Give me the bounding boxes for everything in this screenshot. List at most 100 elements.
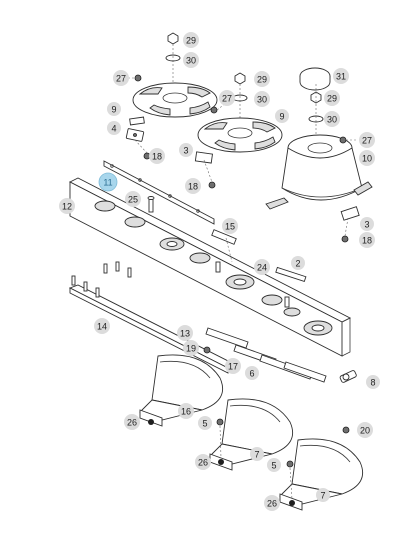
callout-label: 26 [198, 458, 208, 468]
callout-circle [98, 172, 118, 192]
nut-middle [234, 72, 246, 85]
callout-circle [254, 259, 270, 275]
callout-15: 15 [222, 218, 238, 234]
callout-3: 3 [360, 217, 374, 231]
knife-blades [205, 327, 327, 383]
callout-label: 30 [327, 115, 337, 125]
callout-circle [254, 91, 270, 107]
callout-circle [245, 366, 259, 380]
cutter-bar-12 [69, 177, 351, 357]
callout-circle [254, 71, 270, 87]
callout-7: 7 [316, 488, 330, 502]
callout-30: 30 [254, 91, 270, 107]
callout-label: 2 [295, 259, 300, 269]
callout-label: 4 [111, 124, 116, 134]
callout-circle [185, 178, 201, 194]
nut-left [167, 32, 179, 45]
cutting-disc-middle [197, 72, 283, 153]
callout-circle [183, 32, 199, 48]
callout-circle [324, 90, 340, 106]
callout-label: 15 [225, 222, 235, 232]
callout-18: 18 [149, 148, 165, 164]
callout-5: 5 [198, 416, 212, 430]
callout-circle [359, 232, 375, 248]
callout-circle [357, 422, 373, 438]
guide-bar-11 [103, 160, 215, 225]
callout-label: 19 [186, 344, 196, 354]
callout-2: 2 [291, 256, 305, 270]
callout-label: 16 [181, 407, 191, 417]
callout-label: 6 [249, 369, 254, 379]
callout-19: 19 [183, 340, 199, 356]
callout-label: 12 [62, 202, 72, 212]
callout-26: 26 [264, 495, 280, 511]
callout-29: 29 [254, 71, 270, 87]
callout-6: 6 [245, 366, 259, 380]
callout-circle [225, 358, 241, 374]
callout-circle [179, 143, 193, 157]
callout-label: 17 [228, 362, 238, 372]
callout-circle [183, 340, 199, 356]
callout-circle [124, 414, 140, 430]
callout-label: 10 [362, 154, 372, 164]
callout-label: 5 [202, 419, 207, 429]
callout-31: 31 [333, 68, 349, 84]
callout-circle [264, 495, 280, 511]
callout-14: 14 [94, 318, 110, 334]
skid-plate-1 [139, 354, 224, 427]
parts-15-24-2 [211, 229, 307, 308]
callout-circle [316, 488, 330, 502]
callout-label: 14 [97, 322, 107, 332]
callout-12: 12 [59, 198, 75, 214]
callout-label: 18 [188, 182, 198, 192]
callout-circle [183, 52, 199, 68]
drum-assembly-right [265, 67, 373, 210]
callout-circle [275, 109, 289, 123]
callout-5: 5 [267, 458, 281, 472]
callout-27: 27 [219, 90, 235, 106]
callout-30: 30 [324, 111, 340, 127]
callout-27: 27 [359, 132, 375, 148]
callout-circle [333, 68, 349, 84]
callout-circle [222, 218, 238, 234]
callout-13: 13 [177, 325, 193, 341]
cutting-disc-left [128, 32, 218, 126]
callout-label: 13 [180, 329, 190, 339]
callout-circle [250, 447, 264, 461]
callout-label: 29 [257, 75, 267, 85]
callout-label: 27 [222, 94, 232, 104]
callout-4: 4 [107, 121, 121, 135]
callout-label: 26 [127, 418, 137, 428]
callout-9: 9 [275, 109, 289, 123]
callout-circle [107, 102, 121, 116]
callout-24: 24 [254, 259, 270, 275]
callout-label: 27 [362, 136, 372, 146]
callout-circle [107, 121, 121, 135]
callout-circle [219, 90, 235, 106]
callout-circle [198, 416, 212, 430]
callout-label: 26 [267, 499, 277, 509]
callout-circle [113, 70, 129, 86]
callout-label: 3 [364, 220, 369, 230]
callout-label: 31 [336, 72, 346, 82]
callout-label: 27 [116, 74, 126, 84]
callout-18: 18 [359, 232, 375, 248]
callout-circle [178, 403, 194, 419]
small-parts-upper [125, 128, 360, 243]
callout-26: 26 [195, 454, 211, 470]
bolt-25 [147, 196, 155, 213]
disc-middle [197, 117, 283, 153]
fasteners-bottom [148, 346, 350, 506]
callout-label: 29 [186, 36, 196, 46]
callout-27: 27 [113, 70, 129, 86]
callout-circle [125, 191, 141, 207]
callout-label: 3 [183, 146, 188, 156]
callout-8: 8 [366, 375, 380, 389]
callout-11: 11 [98, 172, 118, 192]
callout-circle [195, 454, 211, 470]
callout-circle [291, 256, 305, 270]
callout-label: 9 [111, 105, 116, 115]
callout-label: 18 [362, 236, 372, 246]
callout-10: 10 [359, 150, 375, 166]
